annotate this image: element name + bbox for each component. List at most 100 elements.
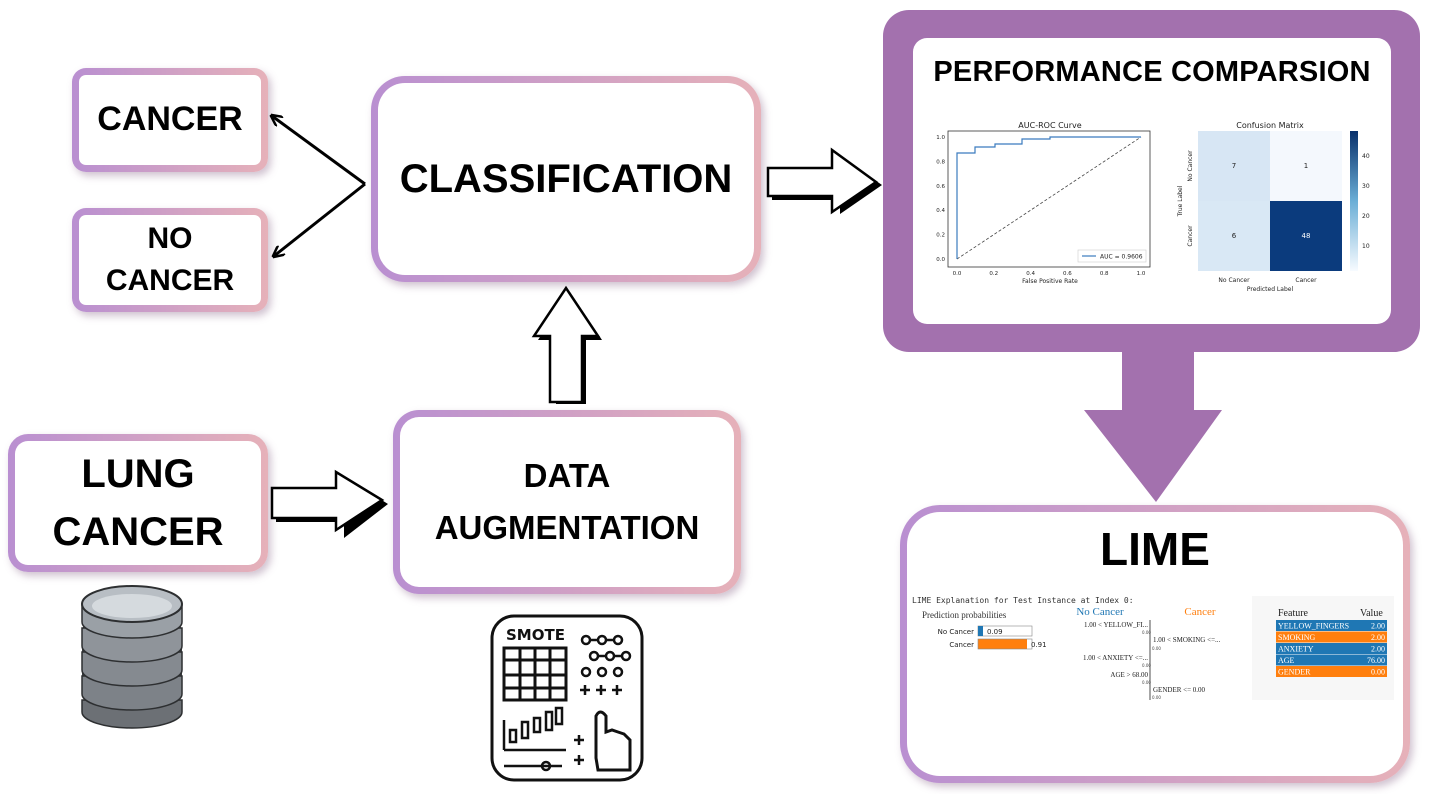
cm-cell-tn — [1198, 131, 1270, 201]
arrow-lung-to-augmentation — [270, 469, 388, 538]
roc-legend-label: AUC = 0.9606 — [1100, 254, 1143, 261]
roc-y-tick: 0.8 — [936, 159, 945, 165]
roc-diagonal — [956, 136, 1142, 260]
cm-row-label-0: No Cancer — [1187, 150, 1194, 182]
lime-cancer-label: Cancer — [949, 641, 974, 649]
aug-line1: DATA — [523, 457, 611, 495]
lime-feature-value: 2.00 — [1371, 622, 1385, 631]
smote-label: SMOTE — [506, 626, 565, 644]
lime-no-cancer-bar — [978, 626, 983, 636]
classification-label: CLASSIFICATION — [399, 157, 733, 201]
cm-ylabel: True Label — [1177, 185, 1184, 217]
cm-row-label-1: Cancer — [1187, 225, 1194, 247]
cm-title: Confusion Matrix — [1236, 121, 1304, 130]
lime-pred-title: Prediction probabilities — [922, 610, 1007, 620]
roc-y-tick: 0.4 — [936, 208, 945, 214]
cm-cell-fn — [1198, 201, 1270, 271]
lime-feature-name: YELLOW_FINGERS — [1278, 622, 1349, 631]
lime-val-head: Value — [1360, 608, 1383, 619]
lime-feat-head: Feature — [1278, 608, 1309, 619]
lung-cancer-line1: LUNG — [81, 452, 195, 496]
lime-cancer-bar — [978, 639, 1027, 649]
confusion-matrix: Confusion Matrix 7 1 6 48 No Cancer Canc… — [1177, 121, 1370, 293]
arrow-classification-to-performance — [766, 147, 882, 215]
lime-rule-0-val: 0.00 — [1142, 630, 1151, 635]
lime-rule-3-val: 0.00 — [1142, 680, 1151, 685]
arrow-to-cancer — [272, 116, 366, 186]
arrow-performance-to-lime — [1084, 352, 1222, 502]
cm-cell-fp — [1270, 131, 1342, 201]
lung-cancer-line2: CANCER — [52, 510, 224, 554]
lime-col-no: No Cancer — [1076, 606, 1124, 618]
roc-y-tick: 0.6 — [936, 184, 945, 190]
lime-rule-2-val: 0.00 — [1142, 663, 1151, 668]
classification-node: CLASSIFICATION — [371, 76, 761, 282]
lime-feature-row — [1276, 643, 1387, 654]
lime-feature-row — [1276, 654, 1387, 666]
roc-x-tick: 0.2 — [989, 271, 998, 277]
lime-cancer-bar-frame — [977, 638, 1033, 650]
roc-legend — [1077, 249, 1147, 263]
roc-x-tick: 0.6 — [1063, 271, 1072, 277]
lime-rule-4-val: 0.00 — [1152, 695, 1161, 700]
arrow-to-no-cancer — [274, 182, 366, 256]
lime-rule-1-val: 0.00 — [1152, 646, 1161, 651]
cm-cbar-10: 10 — [1362, 243, 1370, 250]
cancer-node-label: CANCER — [97, 100, 243, 139]
lime-rule-3: AGE > 68.00 — [1110, 671, 1148, 679]
roc-title: AUC-ROC Curve — [1018, 121, 1081, 130]
cm-value-tp: 48 — [1302, 232, 1311, 240]
smote-icon: SMOTE — [490, 614, 644, 782]
lime-feature-value: 0.00 — [1371, 668, 1385, 677]
database-icon — [81, 585, 183, 729]
lime-feature-name: GENDER — [1278, 668, 1311, 677]
roc-y-tick: 0.2 — [936, 233, 945, 239]
roc-x-tick: 0.4 — [1026, 271, 1035, 277]
cm-xlabel: Predicted Label — [1247, 286, 1294, 293]
cm-value-fn: 6 — [1232, 232, 1237, 240]
lime-feature-row — [1276, 620, 1387, 631]
roc-y-ticks: 0.0 0.2 0.4 0.6 0.8 1.0 — [936, 135, 945, 263]
lime-explanation: LIME Explanation for Test Instance at In… — [912, 596, 1394, 700]
cm-col-label-0: No Cancer — [1218, 277, 1250, 284]
roc-x-tick: 0.0 — [953, 271, 962, 277]
performance-title: PERFORMANCE COMPARSION — [933, 56, 1371, 88]
cancer-node: CANCER — [72, 68, 268, 172]
cm-col-label-1: Cancer — [1295, 277, 1317, 284]
lime-feature-value: 76.00 — [1367, 656, 1385, 665]
lime-rule-2: 1.00 < ANXIETY <=... — [1083, 654, 1148, 662]
lime-feature-name: ANXIETY — [1278, 645, 1314, 654]
lime-rule-0: 1.00 < YELLOW_FI... — [1084, 621, 1148, 629]
roc-y-tick: 0.0 — [936, 257, 945, 263]
cm-cbar-40: 40 — [1362, 153, 1370, 160]
data-augmentation-node: DATA AUGMENTATION — [393, 410, 741, 594]
lime-no-cancer-label: No Cancer — [938, 628, 975, 636]
roc-y-tick: 1.0 — [936, 135, 945, 141]
no-cancer-node-line1: NO — [147, 221, 193, 255]
lime-feature-row — [1276, 666, 1387, 677]
lime-no-cancer-prob: 0.09 — [987, 628, 1003, 636]
cm-cbar-20: 20 — [1362, 213, 1370, 220]
lime-rule-1: 1.00 < SMOKING <=... — [1153, 636, 1221, 644]
lime-cancer-prob: 0.91 — [1031, 641, 1047, 649]
lime-feature-value: 2.00 — [1371, 645, 1385, 654]
lime-feature-name: AGE — [1278, 656, 1295, 665]
lime-header: LIME Explanation for Test Instance at In… — [912, 596, 1134, 605]
aug-line2: AUGMENTATION — [434, 509, 700, 546]
arrow-augmentation-to-classification — [531, 285, 602, 404]
cm-cell-tp — [1270, 201, 1342, 271]
roc-x-tick: 0.8 — [1100, 271, 1109, 277]
cm-colorbar — [1350, 131, 1358, 271]
lime-feature-name: SMOKING — [1278, 633, 1316, 642]
cm-value-tn: 7 — [1232, 162, 1236, 170]
lime-rule-4: GENDER <= 0.00 — [1153, 686, 1206, 694]
no-cancer-node: NO CANCER — [72, 208, 268, 312]
no-cancer-node-line2: CANCER — [105, 264, 235, 297]
lime-feature-row — [1276, 631, 1387, 643]
cm-cbar-30: 30 — [1362, 183, 1370, 190]
lime-col-yes: Cancer — [1184, 606, 1215, 618]
